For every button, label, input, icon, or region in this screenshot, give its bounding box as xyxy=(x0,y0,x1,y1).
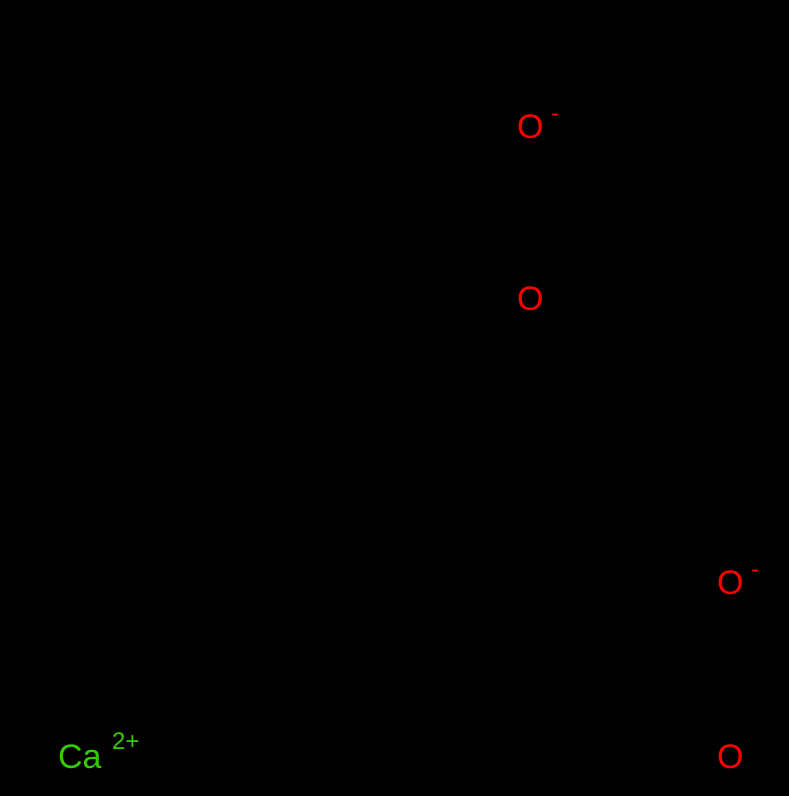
atom-symbol: O xyxy=(717,738,744,776)
oxygen-atom-carbonyl-top: O xyxy=(517,282,543,316)
atom-symbol: O xyxy=(517,108,544,146)
atom-charge: - xyxy=(551,100,559,127)
atom-symbol: O xyxy=(717,564,744,602)
atom-charge: 2+ xyxy=(112,728,140,755)
oxygen-atom-carbonyl-bottom: O xyxy=(717,740,743,774)
atom-charge: - xyxy=(751,556,759,583)
atom-symbol: Ca xyxy=(58,738,102,776)
calcium-ion: Ca 2+ xyxy=(58,730,139,776)
atom-symbol: O xyxy=(517,280,544,318)
oxygen-atom-anion-top: O - xyxy=(517,102,559,146)
oxygen-atom-anion-bottom: O - xyxy=(717,558,759,602)
